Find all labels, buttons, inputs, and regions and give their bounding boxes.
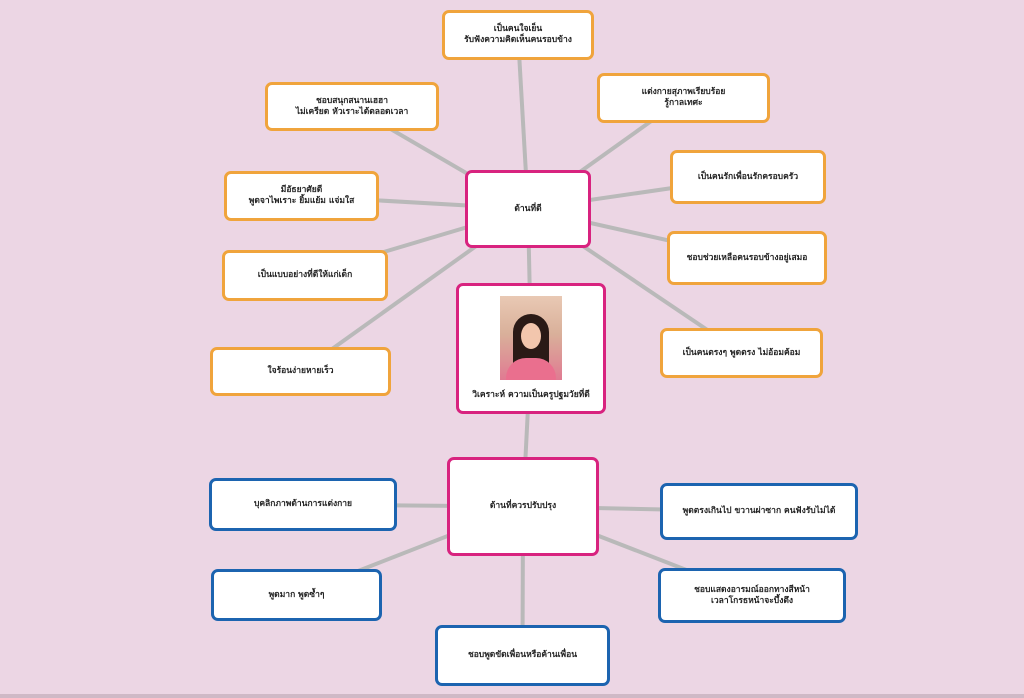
central-node-caption: วิเคราะห์ ความเป็นครูปฐมวัยที่ดี xyxy=(472,390,590,401)
improve-item-line: ชอบพูดขัดเพื่อนหรือค้านเพื่อน xyxy=(467,650,578,661)
improve-item-line: พูดมาก พูดซ้ำๆ xyxy=(268,589,325,600)
hub-good-side[interactable]: ด้านที่ดี xyxy=(465,170,591,248)
good-item-line: เป็นคนใจเย็น xyxy=(493,24,543,35)
improve-item-line: เวลาโกรธหน้าจะบึ้งตึง xyxy=(710,595,794,606)
good-item-line: เป็นคนรักเพื่อนรักครอบครัว xyxy=(697,171,799,182)
improve-item-emotions[interactable]: ชอบแสดงอารมณ์ออกทางสีหน้า เวลาโกรธหน้าจะ… xyxy=(658,568,846,623)
good-item-line: รับฟังความคิดเห็นคนรอบข้าง xyxy=(464,35,572,45)
good-item-line: ชอบช่วยเหลือคนรอบข้างอยู่เสมอ xyxy=(686,252,808,263)
good-item-helpful[interactable]: ชอบช่วยเหลือคนรอบข้างอยู่เสมอ xyxy=(667,231,827,285)
good-item-line: แต่งกายสุภาพเรียบร้อย xyxy=(641,87,726,98)
improve-item-blunt[interactable]: พูดตรงเกินไป ขวานผ่าซาก คนฟังรับไม่ได้ xyxy=(660,483,858,540)
good-item-line: ใจร้อนง่ายหายเร็ว xyxy=(267,366,334,377)
good-item-family[interactable]: เป็นคนรักเพื่อนรักครอบครัว xyxy=(670,150,826,204)
bottom-divider xyxy=(0,694,1024,698)
good-item-role-model[interactable]: เป็นแบบอย่างที่ดีให้แก่เด็ก xyxy=(222,250,388,301)
good-item-dress[interactable]: แต่งกายสุภาพเรียบร้อย รู้กาลเทศะ xyxy=(597,73,770,123)
hub-good-side-title: ด้านที่ดี xyxy=(514,203,542,214)
good-item-line: พูดจาไพเราะ ยิ้มแย้ม แจ่มใส xyxy=(248,196,355,206)
hub-improve-side-title: ด้านที่ควรปรับปรุง xyxy=(489,501,557,512)
good-item-line: เป็นแบบอย่างที่ดีให้แก่เด็ก xyxy=(257,270,353,281)
hub-improve-side[interactable]: ด้านที่ควรปรับปรุง xyxy=(447,457,599,556)
good-item-fun[interactable]: ชอบสนุกสนานเฮฮา ไม่เครียด หัวเราะได้ตลอด… xyxy=(265,82,439,131)
improve-item-dress[interactable]: บุคลิกภาพด้านการแต่งกาย xyxy=(209,478,397,531)
improve-item-line: พูดตรงเกินไป ขวานผ่าซาก คนฟังรับไม่ได้ xyxy=(682,506,836,517)
good-item-calm[interactable]: เป็นคนใจเย็น รับฟังความคิดเห็นคนรอบข้าง xyxy=(442,10,594,60)
improve-item-line: บุคลิกภาพด้านการแต่งกาย xyxy=(253,499,353,510)
good-item-line: มีอัธยาศัยดี xyxy=(280,185,323,196)
good-item-line: เป็นคนตรงๆ พูดตรง ไม่อ้อมค้อม xyxy=(682,347,801,358)
good-item-temper[interactable]: ใจร้อนง่ายหายเร็ว xyxy=(210,347,391,396)
good-item-line: ไม่เครียด หัวเราะได้ตลอดเวลา xyxy=(295,106,409,117)
portrait-photo xyxy=(500,296,562,381)
good-item-friendly[interactable]: มีอัธยาศัยดี พูดจาไพเราะ ยิ้มแย้ม แจ่มใส xyxy=(224,171,379,221)
good-item-line: รู้กาลเทศะ xyxy=(664,98,703,108)
good-item-direct[interactable]: เป็นคนตรงๆ พูดตรง ไม่อ้อมค้อม xyxy=(660,328,823,378)
good-item-line: ชอบสนุกสนานเฮฮา xyxy=(315,95,389,106)
improve-item-talkative[interactable]: พูดมาก พูดซ้ำๆ xyxy=(211,569,382,621)
improve-item-interrupt[interactable]: ชอบพูดขัดเพื่อนหรือค้านเพื่อน xyxy=(435,625,610,686)
central-node[interactable]: วิเคราะห์ ความเป็นครูปฐมวัยที่ดี xyxy=(456,283,606,414)
improve-item-line: ชอบแสดงอารมณ์ออกทางสีหน้า xyxy=(694,584,810,595)
